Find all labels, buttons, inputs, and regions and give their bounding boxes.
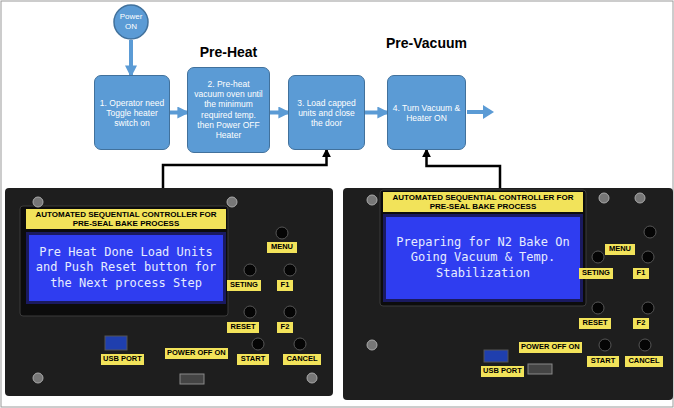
button-label: START bbox=[237, 354, 269, 365]
lcd-bezel bbox=[380, 190, 586, 306]
screw bbox=[33, 373, 43, 383]
panel-title-label: AUTOMATED SEQUENTIAL CONTROLLER FOR PRE-… bbox=[26, 209, 226, 229]
flow-arrow bbox=[170, 111, 187, 115]
button-label: SETING bbox=[579, 268, 613, 279]
usb-port bbox=[105, 336, 127, 350]
controller-photo bbox=[343, 188, 673, 400]
button-label: CANCEL bbox=[625, 356, 663, 367]
circle-shape bbox=[114, 5, 148, 39]
screw bbox=[367, 340, 377, 350]
process-box: Pre-Vacuum4. Turn Vacuum & Heater ON bbox=[387, 75, 466, 150]
push-button bbox=[244, 264, 256, 276]
box-text: 4. Turn Vacuum & Heater ON bbox=[388, 102, 465, 122]
controller-panel: AUTOMATED SEQUENTIAL CONTROLLER FOR PRE-… bbox=[5, 188, 333, 396]
panel-title-label: AUTOMATED SEQUENTIAL CONTROLLER FOR PRE-… bbox=[383, 192, 583, 212]
box-text: 3. Load capped units and close the door bbox=[289, 97, 364, 128]
stage-heading: Pre-Heat bbox=[200, 44, 258, 60]
screw bbox=[599, 193, 609, 203]
button-label: F1 bbox=[633, 268, 649, 279]
button-label: F2 bbox=[277, 322, 293, 333]
push-button bbox=[639, 339, 651, 351]
flow-arrow bbox=[270, 111, 288, 115]
push-button bbox=[276, 227, 288, 239]
arrow-head bbox=[483, 105, 494, 119]
connector-line bbox=[427, 150, 501, 188]
box-text: Power ON bbox=[113, 12, 149, 31]
push-button bbox=[244, 306, 256, 318]
push-button bbox=[592, 302, 604, 314]
power-switch bbox=[528, 364, 552, 374]
usb-port bbox=[484, 350, 508, 362]
screw bbox=[635, 193, 645, 203]
push-button bbox=[644, 226, 656, 238]
button-label: USB PORT bbox=[481, 366, 524, 377]
controller-panel: AUTOMATED SEQUENTIAL CONTROLLER FOR PRE-… bbox=[343, 188, 673, 400]
power-switch bbox=[180, 374, 204, 384]
process-box: Pre-Heat2. Pre-heat vacuum oven until th… bbox=[187, 67, 270, 153]
button-label: F2 bbox=[633, 318, 649, 329]
button-label: SETING bbox=[227, 280, 261, 291]
lcd-bezel bbox=[20, 206, 228, 316]
controller-photo bbox=[5, 188, 333, 396]
box-text: 2. Pre-heat vacuum oven until the minimu… bbox=[188, 79, 269, 140]
process-box: 1. Operator need Toggle heater switch on bbox=[94, 75, 170, 150]
outgoing-arrow bbox=[467, 110, 484, 114]
lcd-message: Preparing for N2 Bake On Going Vacuum & … bbox=[383, 214, 583, 302]
push-button bbox=[642, 302, 654, 314]
push-button bbox=[642, 251, 654, 263]
button-label: CANCEL bbox=[283, 354, 321, 365]
button-label: USB PORT bbox=[101, 354, 144, 365]
push-button bbox=[599, 339, 611, 351]
button-label: MENU bbox=[605, 244, 635, 255]
push-button bbox=[592, 251, 604, 263]
button-label: MENU bbox=[267, 242, 297, 253]
screw bbox=[33, 197, 43, 207]
process-box: 3. Load capped units and close the door bbox=[288, 75, 365, 150]
button-label: RESET bbox=[227, 322, 259, 333]
flow-arrow bbox=[129, 40, 133, 75]
screw bbox=[307, 373, 317, 383]
button-label: POWER OFF ON bbox=[165, 348, 228, 359]
button-label: F1 bbox=[277, 280, 293, 291]
button-label: POWER OFF ON bbox=[519, 342, 582, 353]
push-button bbox=[294, 338, 306, 350]
push-button bbox=[284, 264, 296, 276]
connector-line bbox=[163, 150, 327, 188]
button-label: RESET bbox=[579, 318, 611, 329]
screw bbox=[227, 197, 237, 207]
push-button bbox=[252, 338, 264, 350]
button-label: START bbox=[587, 356, 619, 367]
lcd-message: Pre Heat Done Load Units and Push Reset … bbox=[26, 232, 226, 304]
screw bbox=[367, 195, 377, 205]
flow-arrow bbox=[365, 111, 387, 115]
box-text: 1. Operator need Toggle heater switch on bbox=[95, 97, 169, 128]
start-circle: Power ON bbox=[113, 4, 149, 40]
push-button bbox=[284, 306, 296, 318]
stage-heading: Pre-Vacuum bbox=[386, 35, 467, 51]
